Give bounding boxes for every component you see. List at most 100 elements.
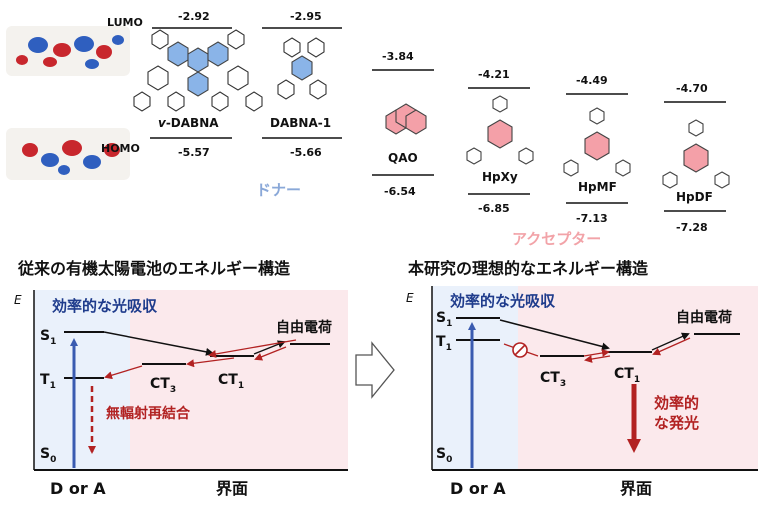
molecule-structure <box>133 29 263 112</box>
region-label-d-or-a: D or A <box>450 479 506 498</box>
interface-region <box>130 290 348 470</box>
emission-label-line2: な発光 <box>654 414 699 432</box>
energy-axis-label: E <box>14 293 22 307</box>
molecule-name-rest: -DABNA <box>166 116 219 130</box>
s1-label-sub: 1 <box>446 319 452 329</box>
region-label-interface: 界面 <box>620 479 652 498</box>
s1-label-main: S <box>436 310 446 326</box>
s1-to-ct1-arrow <box>103 331 214 356</box>
emission-label-line1: 効率的 <box>654 394 699 412</box>
molecule-qao: -3.84 QAO -6.54 <box>372 50 434 198</box>
ct1-label-main: CT <box>218 372 238 388</box>
homo-value: -6.85 <box>478 202 510 215</box>
ct1-to-free-arrow <box>253 340 286 355</box>
s0-label-sub: 0 <box>446 455 452 465</box>
s0-label-sub: 0 <box>50 455 56 465</box>
free-to-ct1-arrow <box>652 337 691 356</box>
lumo-value: -4.21 <box>478 68 510 81</box>
energy-axis-label: E <box>406 291 414 305</box>
ct3-label: CT3 <box>150 376 176 395</box>
homo-label: HOMO <box>101 142 140 155</box>
t1-label-main: T <box>40 372 50 388</box>
s1-label: S1 <box>436 310 452 329</box>
s1-label-sub: 1 <box>50 337 56 347</box>
molecule-hpmf: -4.49 HpMF -7.13 <box>563 74 631 225</box>
lumo-label: LUMO <box>107 16 143 29</box>
lumo-value: -2.92 <box>178 10 210 23</box>
ct3-label-main: CT <box>540 370 560 386</box>
free-to-ct1-arrow <box>254 346 287 361</box>
prohibited-icon <box>512 342 528 358</box>
region-label-interface: 界面 <box>216 479 248 498</box>
molecule-name: QAO <box>388 151 418 165</box>
ct1-label-sub: 1 <box>238 381 244 391</box>
molecule-name: HpMF <box>578 180 617 194</box>
s0-label-main: S <box>40 446 50 462</box>
free-charge-label: 自由電荷 <box>676 309 732 326</box>
ct1-label-main: CT <box>614 366 634 382</box>
s1-to-ct1-arrow <box>499 319 610 351</box>
absorption-label: 効率的な光吸収 <box>52 297 158 315</box>
homo-value: -5.57 <box>178 146 210 159</box>
homo-value: -6.54 <box>384 185 416 198</box>
molecule-hpxy: -4.21 HpXy -6.85 <box>466 68 534 215</box>
molecule-dabna-1: -2.95 DABNA-1 -5.66 <box>262 10 342 159</box>
ct1-to-free-arrow <box>651 332 690 351</box>
region-label-d-or-a: D or A <box>50 479 106 498</box>
right-title: 本研究の理想的なエネルギー構造 <box>408 259 649 278</box>
lumo-value: -4.70 <box>676 82 708 95</box>
ct1-to-ct3-arrow <box>584 355 611 363</box>
homo-value: -7.13 <box>576 212 608 225</box>
t1-label: T1 <box>40 372 56 391</box>
ct1-label: CT1 <box>218 372 244 391</box>
molecule-v-dabna: -2.92 v-DABNA -5.57 <box>133 10 263 159</box>
homo-orbital-image <box>6 128 130 180</box>
molecule-structure <box>385 103 427 135</box>
ct1-to-ct3-arrow <box>186 357 235 368</box>
nonradiative-label: 無輻射再結合 <box>106 405 191 422</box>
acceptor-label: アクセプター <box>512 230 601 248</box>
donor-label: ドナー <box>256 181 301 199</box>
homo-value: -5.66 <box>290 146 322 159</box>
molecule-structure <box>277 37 327 100</box>
molecule-name: v-DABNA <box>158 116 219 130</box>
t1-label-sub: 1 <box>446 343 452 353</box>
donor-region <box>432 286 518 470</box>
ct1-label-sub: 1 <box>634 375 640 385</box>
molecule-structure <box>563 107 631 177</box>
lumo-value: -3.84 <box>382 50 414 63</box>
t1-label: T1 <box>436 334 452 353</box>
top-section: LUMO HOMO -2.92 v-DABNA -5.57 <box>6 10 730 248</box>
molecule-name: HpXy <box>482 170 518 184</box>
s0-label: S0 <box>436 446 452 465</box>
ct3-label-main: CT <box>150 376 170 392</box>
ct3-to-t1-arrow <box>104 365 143 380</box>
lumo-value: -2.95 <box>290 10 322 23</box>
left-title: 従来の有機太陽電池のエネルギー構造 <box>17 259 291 278</box>
lumo-orbital-image <box>6 26 130 76</box>
ct3-label: CT3 <box>540 370 566 389</box>
free-to-ct1-recombination-arrow <box>208 339 297 358</box>
block-arrow-right-icon <box>355 341 395 399</box>
s0-label: S0 <box>40 446 56 465</box>
free-charge-label: 自由電荷 <box>276 319 332 336</box>
molecule-structure <box>662 119 730 189</box>
molecule-name-prefix: v <box>158 116 167 130</box>
homo-value: -7.28 <box>676 221 708 234</box>
molecule-hpdf: -4.70 HpDF -7.28 <box>662 82 730 234</box>
t1-label-main: T <box>436 334 446 350</box>
ct1-label: CT1 <box>614 366 640 385</box>
ct3-label-sub: 3 <box>170 385 176 395</box>
s1-label-main: S <box>40 328 50 344</box>
donor-region <box>34 290 130 470</box>
molecule-structure <box>466 95 534 165</box>
s1-label: S1 <box>40 328 56 347</box>
absorption-label: 効率的な光吸収 <box>450 292 556 310</box>
molecule-name: HpDF <box>676 190 713 204</box>
left-diagram: 従来の有機太陽電池のエネルギー構造 E 効率的な光吸収 S1 T1 S0 CT3… <box>14 259 348 498</box>
molecule-name: DABNA-1 <box>270 116 331 130</box>
right-diagram: 本研究の理想的なエネルギー構造 E 効率的な光吸収 S1 T1 S0 CT3 C… <box>406 259 758 498</box>
ct3-label-sub: 3 <box>560 379 566 389</box>
s0-label-main: S <box>436 446 446 462</box>
